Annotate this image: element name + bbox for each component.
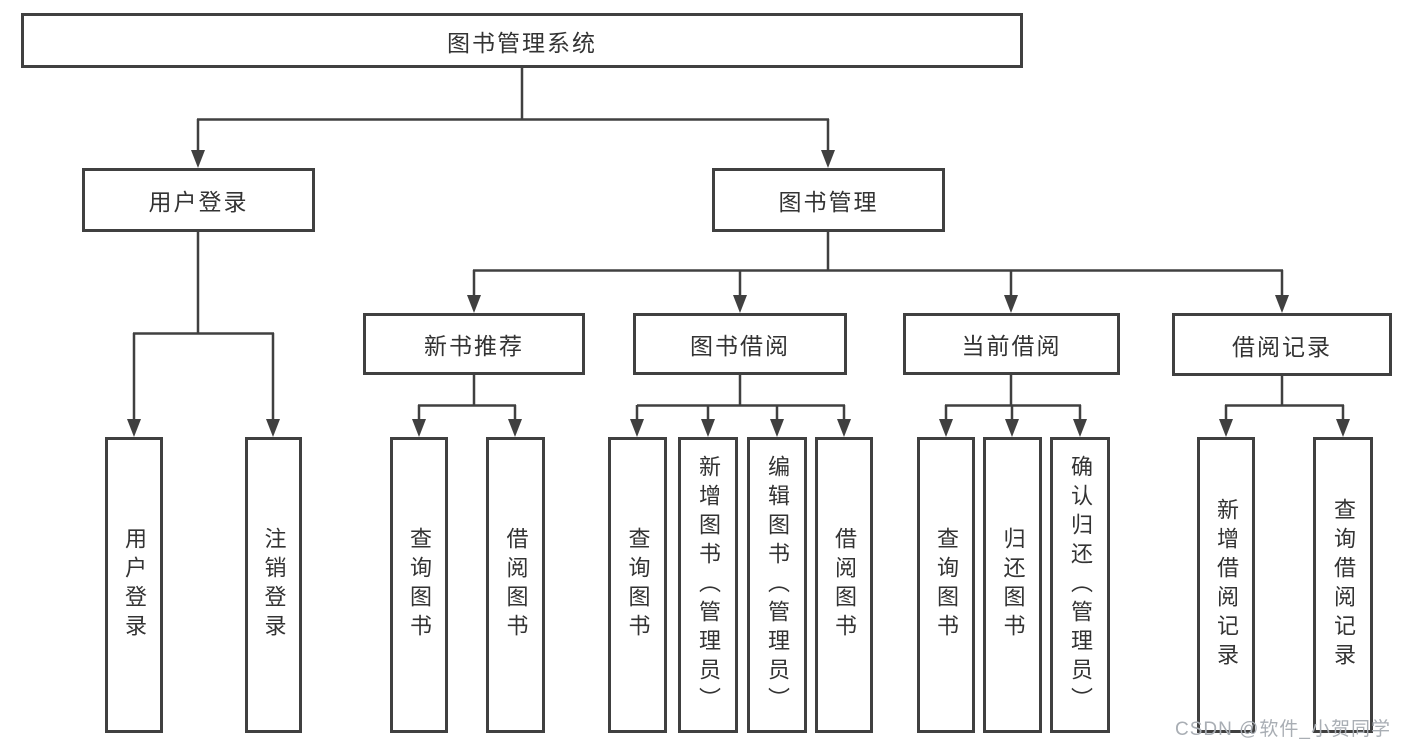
- arrowhead: [821, 150, 835, 168]
- leaf-query-books-borrowing: 查询图书: [608, 437, 667, 733]
- node-root-library-system: 图书管理系统: [21, 13, 1023, 68]
- node-current-borrowing: 当前借阅: [903, 313, 1120, 375]
- leaf-borrow-books-borrowing: 借阅图书: [815, 437, 873, 733]
- arrowhead: [191, 150, 205, 168]
- arrowhead: [508, 419, 522, 437]
- arrowhead: [770, 419, 784, 437]
- leaf-add-books-admin: 新增图书（管理员）: [678, 437, 738, 733]
- arrowhead: [630, 419, 644, 437]
- arrowhead: [1073, 419, 1087, 437]
- node-new-book-recommend: 新书推荐: [363, 313, 585, 375]
- arrowhead: [1004, 295, 1018, 313]
- leaf-query-books-current: 查询图书: [917, 437, 975, 733]
- arrowhead: [1219, 419, 1233, 437]
- node-book-borrowing: 图书借阅: [633, 313, 847, 375]
- leaf-confirm-return-admin: 确认归还（管理员）: [1050, 437, 1110, 733]
- leaf-query-books-recommend: 查询图书: [390, 437, 448, 733]
- arrowhead: [1336, 419, 1350, 437]
- arrowhead: [412, 419, 426, 437]
- leaf-add-borrow-record: 新增借阅记录: [1197, 437, 1255, 733]
- arrowhead: [701, 419, 715, 437]
- leaf-borrow-books-recommend: 借阅图书: [486, 437, 545, 733]
- arrowhead: [733, 295, 747, 313]
- arrowhead: [1275, 295, 1289, 313]
- leaf-return-books: 归还图书: [983, 437, 1042, 733]
- leaf-user-login: 用户登录: [105, 437, 163, 733]
- arrowhead: [127, 419, 141, 437]
- arrowhead: [467, 295, 481, 313]
- leaf-edit-books-admin: 编辑图书（管理员）: [747, 437, 807, 733]
- arrowhead: [1005, 419, 1019, 437]
- node-borrowing-records: 借阅记录: [1172, 313, 1392, 376]
- arrowhead: [837, 419, 851, 437]
- node-book-management: 图书管理: [712, 168, 945, 232]
- node-user-login: 用户登录: [82, 168, 315, 232]
- leaf-query-borrow-record: 查询借阅记录: [1313, 437, 1373, 733]
- arrowhead: [266, 419, 280, 437]
- csdn-watermark: CSDN @软件_小贺同学: [1175, 719, 1391, 740]
- leaf-logout: 注销登录: [245, 437, 302, 733]
- arrowhead: [939, 419, 953, 437]
